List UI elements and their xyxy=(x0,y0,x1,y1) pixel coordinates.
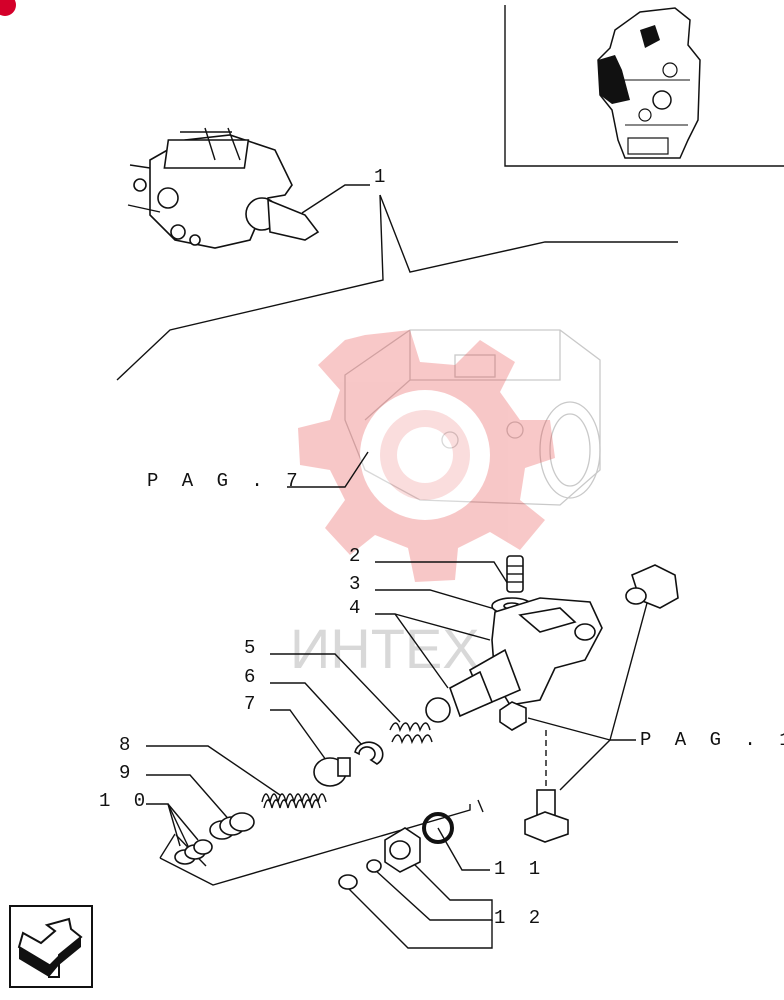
nut xyxy=(499,701,527,731)
next-page-arrow-icon xyxy=(17,917,83,978)
housing-reference-drawing xyxy=(344,329,601,506)
engine-locator-inset xyxy=(504,5,784,167)
callout-4: 4 xyxy=(349,597,366,619)
callout-9: 9 xyxy=(119,762,136,784)
part-2-screw xyxy=(506,555,524,593)
next-page-button[interactable] xyxy=(9,905,93,988)
callout-10: 1 0 xyxy=(99,790,151,812)
injection-pump-illustration xyxy=(127,127,320,249)
corner-badge-icon xyxy=(0,0,16,16)
part-12-plug-assembly xyxy=(338,827,421,890)
leader-lines xyxy=(116,184,678,949)
callout-12: 1 2 xyxy=(494,907,546,929)
callout-1: 1 xyxy=(374,166,391,188)
part-4-valve-housing xyxy=(425,597,603,723)
watermark-text: ИНТЕХ xyxy=(290,617,480,680)
banjo-bolt xyxy=(625,564,679,609)
part-8-spring xyxy=(261,793,327,809)
callout-6: 6 xyxy=(244,666,261,688)
engine-silhouette-icon xyxy=(597,7,701,159)
part-10-shims xyxy=(174,839,213,865)
drain-bolt xyxy=(524,730,569,843)
callout-7: 7 xyxy=(244,693,261,715)
part-6-circlip xyxy=(354,741,384,765)
page-ref-11: P A G . 1 1 xyxy=(640,729,784,751)
watermark-gear-logo xyxy=(298,330,555,582)
callout-2: 2 xyxy=(349,545,366,567)
parts-exploded xyxy=(174,555,679,890)
callout-3: 3 xyxy=(349,573,366,595)
part-5-spring xyxy=(389,722,433,745)
part-11-o-ring xyxy=(422,812,454,844)
part-9-spring xyxy=(209,812,255,840)
callout-11: 1 1 xyxy=(494,858,546,880)
part-7-valve xyxy=(313,757,351,787)
callout-8: 8 xyxy=(119,734,136,756)
page-ref-7: P A G . 7 xyxy=(147,470,304,492)
callout-5: 5 xyxy=(244,637,261,659)
callout-labels: 1 2 3 4 5 6 7 8 9 1 0 1 1 1 2 P A G . 7 … xyxy=(99,166,784,929)
